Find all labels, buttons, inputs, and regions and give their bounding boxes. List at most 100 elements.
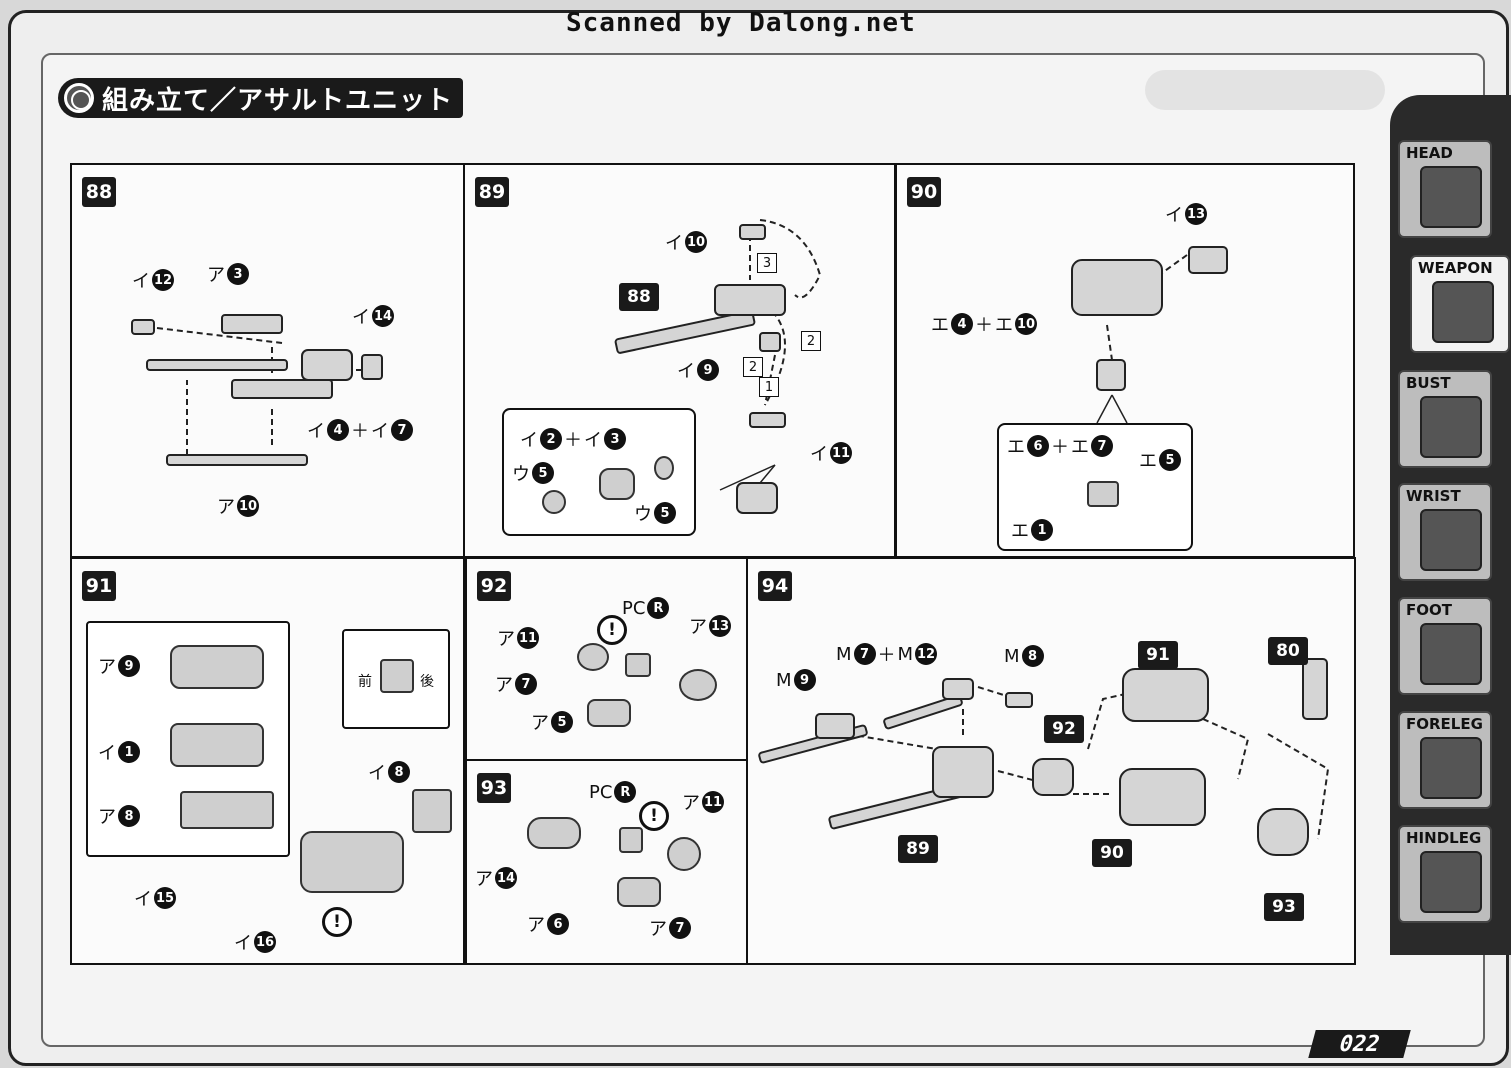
barrel-part [599,468,635,500]
part-number: 8 [1021,645,1044,667]
part-number: 13 [709,615,731,637]
tab-foot[interactable]: FOOT [1398,597,1492,695]
foot-icon [1420,623,1482,685]
part-kana: イ [352,307,370,328]
part-number: 10 [685,231,707,253]
tab-head[interactable]: HEAD [1398,140,1492,238]
part-kana: ア [98,807,116,828]
tab-bust[interactable]: BUST [1398,370,1492,468]
part-kana: イ [1165,205,1183,226]
section-tab-strip: HEAD WEAPON BUST WRIST FOOT FORELEG HIND… [1390,95,1511,955]
step-number: 91 [82,571,116,601]
part-kana: ア [689,617,707,638]
part-kana: M [1004,645,1020,667]
part-number: 4 [327,419,349,441]
part-kana: ア [495,675,513,696]
part-kana: ア [98,657,116,678]
reference-step-badge: 89 [898,835,938,863]
reference-step-badge: 91 [1138,641,1178,669]
part-number: 5 [1159,449,1181,471]
part-kana: ウ [634,504,652,525]
part-kana: イ [307,421,325,442]
tab-foot-label: FOOT [1406,601,1452,619]
tab-foreleg[interactable]: FORELEG [1398,711,1492,809]
part-number: 2 [540,428,562,450]
caution-icon: ! [597,615,627,645]
part-kana: イ [371,421,389,442]
arm-part [617,877,661,907]
plate-part [412,789,452,833]
section-title-bar: 組み立て／アサルトユニット [58,78,463,118]
part-number: 3 [604,428,626,450]
step-number: 89 [475,177,509,207]
joint-part [1087,481,1119,507]
part-kana: エ [1071,437,1089,458]
part-kana: イ [134,889,152,910]
pc-text: PC [589,781,613,803]
part-kana: ア [207,265,225,286]
tab-hindleg-label: HINDLEG [1406,829,1482,847]
part-kana: ア [682,793,700,814]
step-number: 94 [758,571,792,601]
tab-hindleg[interactable]: HINDLEG [1398,825,1492,923]
page-number: 022 [1308,1030,1411,1058]
part-number: 14 [372,305,394,327]
part-kana: ア [649,919,667,940]
part-number: 12 [152,269,174,291]
tab-weapon[interactable]: WEAPON [1410,255,1510,353]
weapon-icon [1432,281,1494,343]
part-number: 9 [118,655,140,677]
part-number: 4 [951,313,973,335]
step-number: 92 [477,571,511,601]
wrist-icon [1420,509,1482,571]
tab-wrist[interactable]: WRIST [1398,483,1492,581]
part-number: 11 [702,791,724,813]
part-kana: イ [520,430,538,451]
part-number: 7 [853,643,876,665]
bleed-through-title [1145,70,1385,110]
part-number: 7 [515,673,537,695]
part-number: 11 [830,442,852,464]
part-number: 8 [388,761,410,783]
pc-r-mark: R [614,781,637,803]
part-kana: イ [665,233,683,254]
part-number: 1 [118,741,140,763]
pc-r-mark: R [647,597,670,619]
reference-step-badge: 80 [1268,637,1308,665]
cap-part [542,490,566,514]
part-kana: ア [531,713,549,734]
order-marker: 2 [801,331,821,351]
part-number: 5 [654,502,676,524]
part-kana: エ [931,315,949,336]
part-number: 5 [551,711,573,733]
part-kana: イ [98,743,116,764]
part-number: 5 [532,462,554,484]
order-marker: 2 [743,357,763,377]
cylinder-part [679,669,717,701]
step-number: 90 [907,177,941,207]
assembly-lines [131,314,383,466]
base-part [180,791,274,829]
tab-bust-label: BUST [1406,374,1451,392]
